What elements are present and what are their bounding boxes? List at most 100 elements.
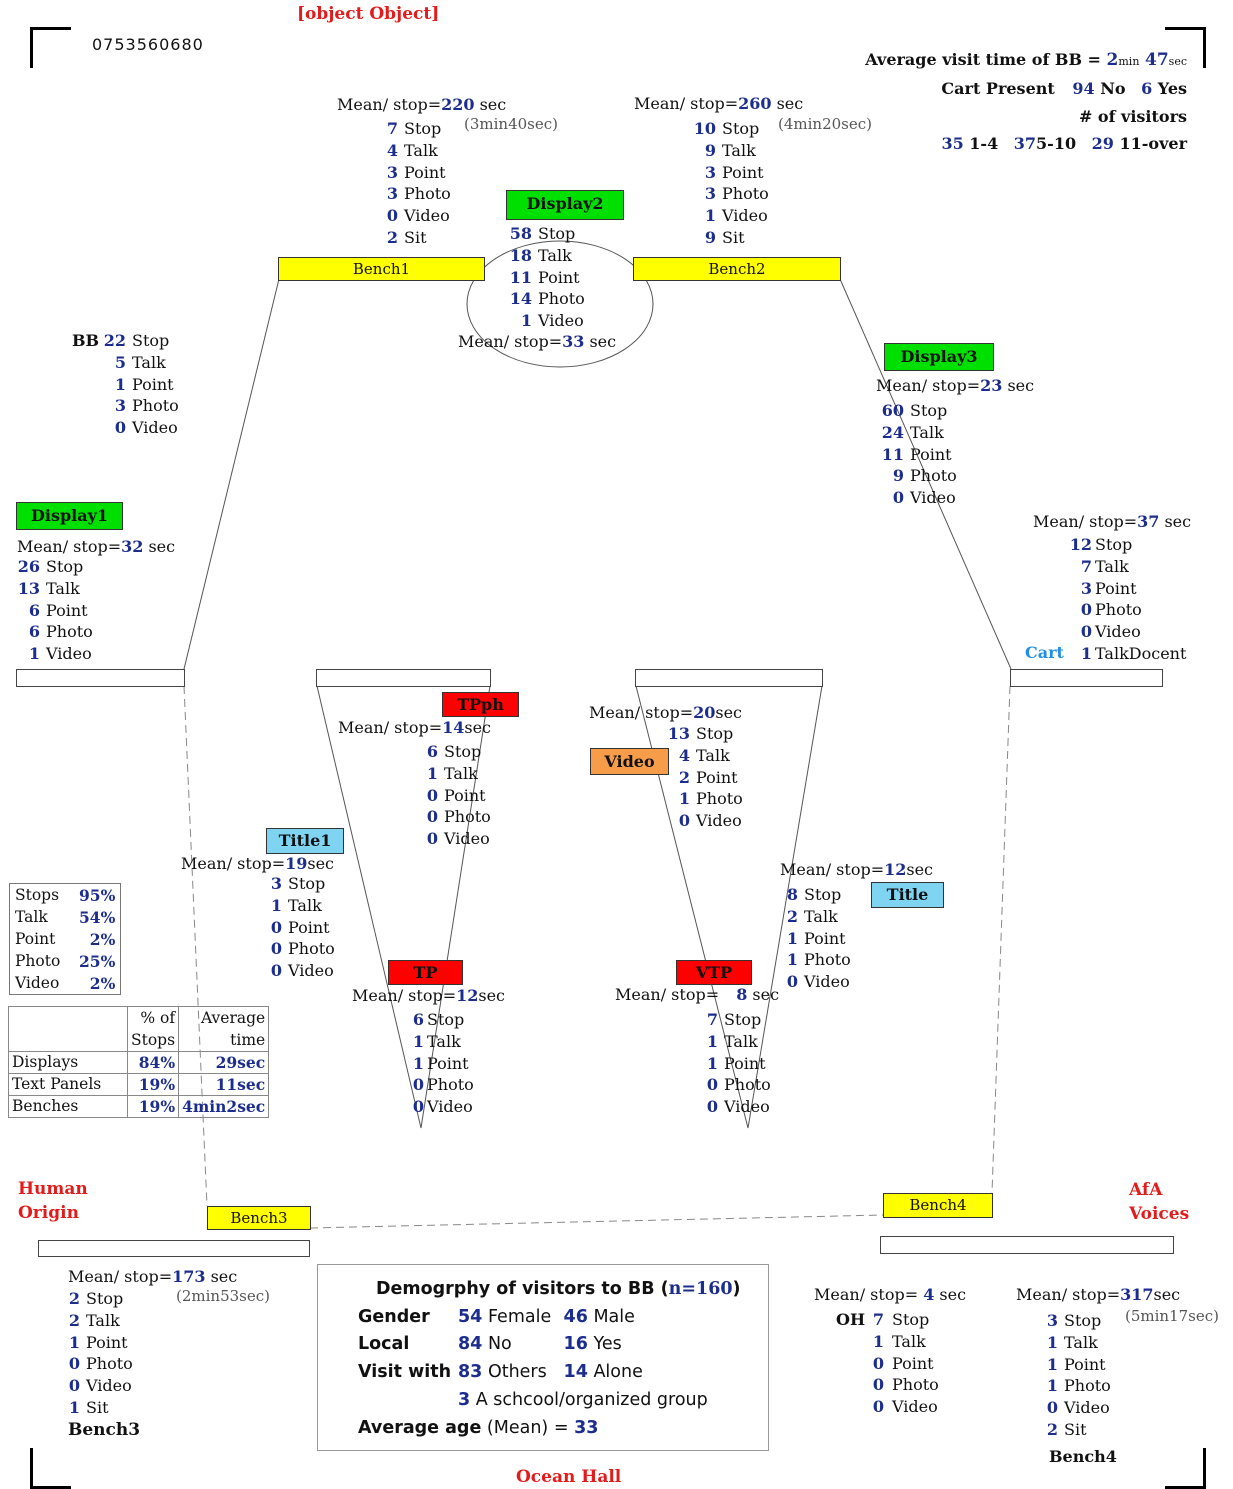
top_right-v3_n: 29 [1091,134,1114,153]
vtp-mean: Mean/ stop= 8 sec [615,985,779,1004]
percent-label: Video [15,974,60,992]
sec: sec [210,1267,238,1286]
places-afa_1: AfA [1129,1180,1163,1200]
labels-sit: Sit [404,227,427,247]
mean_prefix: Mean/ stop= [17,537,122,556]
top_right-cart_yes: Yes [1157,79,1187,98]
display1-stop: 26 [17,557,40,576]
bench3-alt-time: (2min53sec) [176,1287,270,1305]
percent-value: 2% [89,929,116,949]
mean_prefix: Mean/ stop= [814,1285,919,1304]
bench1-node: Bench1 [278,257,485,281]
display3-mean: Mean/ stop=23 sec [876,376,1034,395]
top_right-avg_visit_label: Average visit time of BB = [865,50,1101,69]
percent-label: Point [15,930,56,948]
display2-stop: 58 [509,224,532,243]
vtp-mean: 8 [736,985,748,1004]
percent-label: Stops [15,886,60,904]
labels-video: Video [427,1097,473,1117]
labels-point: Point [288,917,330,937]
labels-point: Point [892,1353,934,1373]
bench1-sit: 2 [386,227,398,247]
labels-stop: Stop [1064,1311,1102,1330]
sec: sec [478,986,505,1005]
ocean-hall-label: Ocean Hall [516,1467,622,1487]
tp-talk: 1 [412,1031,424,1051]
bench4-photo: 1 [1046,1376,1058,1396]
labels-photo: Photo [404,184,451,204]
labels-photo: Photo [722,184,769,204]
labels-photo: Photo [427,1075,474,1095]
title-mean: Mean/ stop=12sec [780,860,933,879]
labels-stop: Stop [86,1289,124,1308]
cart-case [1010,669,1163,687]
sec: sec [307,854,334,873]
labels-photo: Photo [288,939,335,959]
demography-local_no: No [487,1334,512,1354]
labels-stop: Stop [1095,535,1133,554]
labels-talkdocent: TalkDocent [1095,643,1187,663]
top_right-min_unit: min [1118,55,1140,68]
labels-stop: Stop [724,1010,762,1029]
top_right-avg_min: 2 [1106,50,1119,70]
demography-alone: Alone [593,1362,643,1382]
corner-bracket-top-left [30,27,71,68]
display3-photo: 9 [892,466,904,486]
avg-visit-time: Average visit time of BB = 2min 47sec [865,50,1187,70]
labels-video: Video [1064,1398,1110,1418]
bench1-talk: 4 [386,140,398,160]
visitor-group-sizes: 35 1-4 375-10 29 11-over [941,134,1187,153]
labels-talk: Talk [696,745,730,765]
labels-photo: Photo [132,396,179,416]
labels-talk: Talk [86,1310,120,1330]
bb-photo: 3 [114,396,126,416]
labels-talk: Talk [427,1031,461,1051]
sec: sec [148,537,176,556]
labels-stop: Stop [288,874,326,893]
oh-talk: 1 [872,1331,884,1351]
bench4-case [880,1236,1174,1254]
summary_table-rows-0-time: 29sec [178,1051,270,1074]
bench4-video: 0 [1046,1398,1058,1418]
top_right-sec_unit: sec [1168,55,1187,68]
display2-mean: 33 [562,332,585,351]
title-point: 1 [786,928,798,948]
tpph-point: 0 [426,785,438,805]
labels-photo: Photo [1064,1376,1111,1396]
vtp-point: 1 [706,1053,718,1073]
labels-point: Point [696,767,738,787]
labels-stop: Stop [892,1310,930,1329]
mean_prefix: Mean/ stop= [876,376,981,395]
mean_prefix: Mean/ stop= [337,95,442,114]
bench4-mean: Mean/ stop=317sec [1016,1285,1180,1304]
bench2-sit: 9 [704,227,716,247]
labels-sit: Sit [1064,1419,1087,1439]
labels-video: Video [86,1376,132,1396]
vtp-talk: 1 [706,1031,718,1051]
mean_prefix: Mean/ stop= [634,94,739,113]
labels-stop: Stop [444,742,482,761]
display3-stop: 60 [881,401,904,420]
top_right-v2_n: 37 [1013,134,1037,153]
labels-talk: Talk [46,578,80,598]
labels-photo: Photo [724,1075,771,1095]
sec: sec [1164,512,1192,531]
video-photo: 1 [678,789,690,809]
tp-mean: 12 [456,986,479,1005]
demography-others: Others [487,1362,547,1382]
top_right-v1: 1-4 [969,134,999,153]
labels-stop: Stop [404,119,442,138]
labels-point: Point [427,1053,469,1073]
mean_prefix: Mean/ stop= [1016,1285,1121,1304]
sec: sec [939,1285,967,1304]
percent-label: Talk [15,908,48,926]
